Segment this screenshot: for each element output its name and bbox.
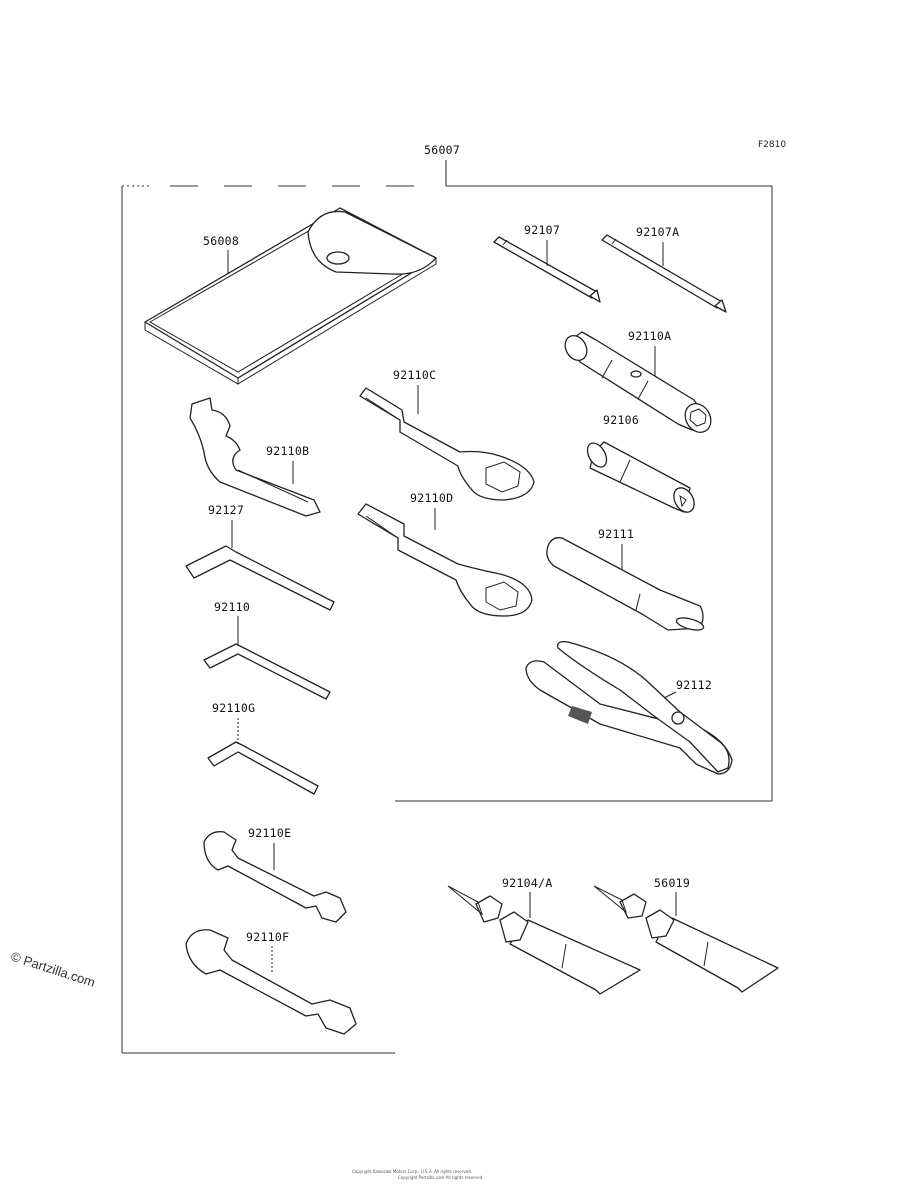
adapter-92106 xyxy=(586,441,695,513)
tube-56019 xyxy=(593,885,779,993)
label-92110F: 92110F xyxy=(246,930,289,944)
label-92110D: 92110D xyxy=(410,491,453,505)
hex-key-92127 xyxy=(185,545,335,611)
wrench-92110F xyxy=(185,929,357,1035)
spanner-92110C xyxy=(359,387,535,501)
spanner-92110D xyxy=(357,503,533,617)
footer-line-1: Copyright Kawasaki Motors Corp., U.S.A. … xyxy=(352,1169,472,1174)
assembly-frame xyxy=(121,185,773,1054)
watermark: © Partzilla.com xyxy=(9,949,97,990)
socket-92110A xyxy=(564,331,712,433)
label-92111: 92111 xyxy=(598,527,634,541)
footer-line-2: Copyright Partzilla.com All rights reser… xyxy=(398,1175,484,1180)
label-92110C: 92110C xyxy=(393,368,436,382)
label-92110: 92110 xyxy=(214,600,250,614)
label-92110G: 92110G xyxy=(212,701,255,715)
screwdriver-92107A xyxy=(601,234,727,313)
label-92127: 92127 xyxy=(208,503,244,517)
label-92106: 92106 xyxy=(603,413,639,427)
pliers-92112 xyxy=(525,640,733,775)
label-92110E: 92110E xyxy=(248,826,291,840)
label-92107A: 92107A xyxy=(636,225,679,239)
screwdriver-92107 xyxy=(493,236,601,303)
label-92110B: 92110B xyxy=(266,444,309,458)
hex-key-92110G xyxy=(207,741,319,795)
handle-92111 xyxy=(546,537,705,631)
label-92104A: 92104/A xyxy=(502,876,553,890)
label-56008: 56008 xyxy=(203,234,239,248)
label-92112: 92112 xyxy=(676,678,712,692)
main-assembly-label: 56007 xyxy=(424,143,460,157)
wrench-92110E xyxy=(203,831,347,923)
label-56019: 56019 xyxy=(654,876,690,890)
label-92107: 92107 xyxy=(524,223,560,237)
hook-spanner-92110B xyxy=(189,397,321,517)
label-92110A: 92110A xyxy=(628,329,671,343)
tube-92104A xyxy=(447,885,641,995)
hex-key-92110 xyxy=(203,643,331,700)
figure-code: F2810 xyxy=(758,140,786,150)
tool-pouch xyxy=(144,207,437,385)
